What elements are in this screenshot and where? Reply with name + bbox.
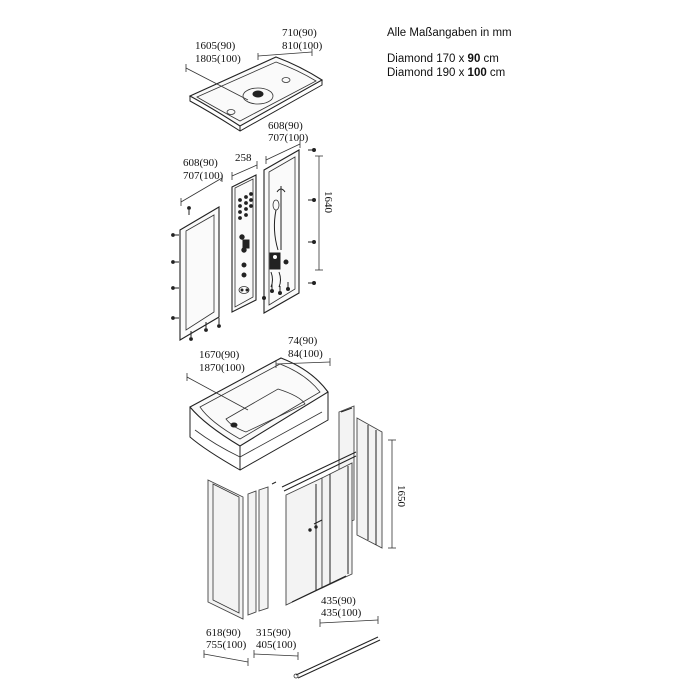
dim-side-width-90: 608(90) [183, 157, 218, 169]
dim-mid-width-100: 405(100) [256, 639, 297, 651]
middle-glass-panels [247, 481, 277, 616]
units-note: Alle Maßangaben in mm [387, 27, 512, 39]
wall-dimensions: 608(90) 707(100) 258 608(90) 707(100) 16… [180, 120, 334, 271]
dim-side-width-100: 707(100) [183, 170, 224, 182]
dim-tub-length-90: 1670(90) [199, 349, 240, 361]
bathtub-dimensions: 1670(90) 1870(100) 74(90) 84(100) [186, 335, 331, 411]
bathtub-base [189, 357, 329, 471]
model-line-90: Diamond 170 x 90 cm [387, 53, 499, 65]
dim-roof-length-100: 1805(100) [195, 53, 241, 65]
dim-rear-width-100: 707(100) [268, 132, 309, 144]
dim-door-width-90: 435(90) [321, 595, 356, 607]
roof-panel [188, 56, 324, 132]
dim-roof-width-100: 810(100) [282, 40, 323, 52]
dim-roof-width-90: 710(90) [282, 27, 317, 39]
jet-column-panel [231, 174, 257, 313]
dim-tub-width-100: 84(100) [288, 348, 323, 360]
side-wall-panel [171, 206, 221, 341]
roof-dimensions: 1605(90) 1805(100) 710(90) 810(100) [185, 27, 323, 101]
dim-column-width: 258 [235, 152, 252, 164]
glass-dimensions: 435(90) 435(100) 618(90) 755(100) 315(90… [203, 595, 379, 666]
dim-roof-length-90: 1605(90) [195, 40, 236, 52]
dim-fixed-width-90: 618(90) [206, 627, 241, 639]
dim-fixed-width-100: 755(100) [206, 639, 247, 651]
dim-wall-height: 1640 [322, 191, 334, 214]
door-height-dimension: 1650 [388, 439, 407, 549]
bottom-rail [293, 636, 381, 679]
model-line-100: Diamond 190 x 100 cm [387, 67, 505, 79]
sliding-door-panels [281, 451, 357, 606]
dim-mid-width-90: 315(90) [256, 627, 291, 639]
dim-door-width-100: 435(100) [321, 607, 362, 619]
dim-door-height: 1650 [395, 485, 407, 508]
right-glass-panel [356, 417, 383, 549]
left-fixed-glass-panel [207, 479, 244, 620]
dim-rear-width-90: 608(90) [268, 120, 303, 132]
rear-wall-panel [262, 148, 316, 314]
dim-tub-length-100: 1870(100) [199, 362, 245, 374]
dim-tub-width-90: 74(90) [288, 335, 318, 347]
